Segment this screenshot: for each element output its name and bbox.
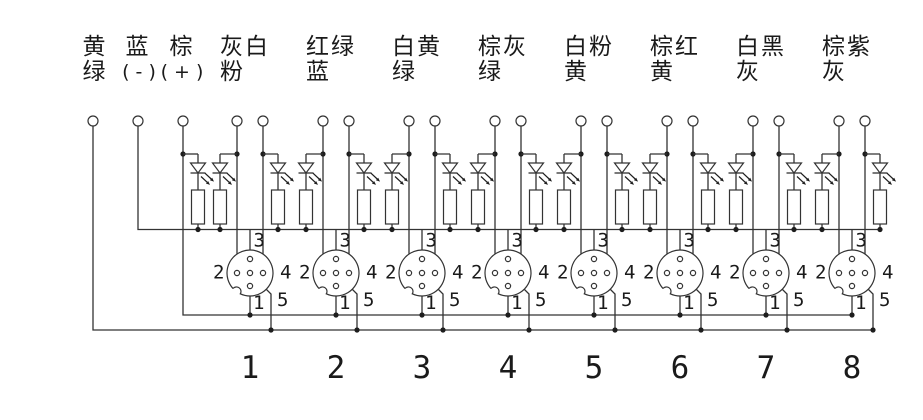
pin2-label: 2 — [557, 262, 568, 284]
port-3: 白黄 绿 3 3 2 4 1 5 — [385, 34, 467, 386]
port-2-color-label-1: 红绿 — [306, 34, 356, 60]
pin2-label: 2 — [471, 262, 482, 284]
pin3-label: 3 — [770, 230, 781, 252]
pin4-label: 4 — [710, 262, 721, 284]
port-3-color-label-2: 绿 — [392, 59, 417, 85]
terminal-circle — [87, 115, 99, 127]
pin5-label: 5 — [793, 289, 804, 311]
port-1: 灰白 粉 1 3 2 4 1 5 — [213, 34, 295, 386]
pin3-label: 3 — [340, 230, 351, 252]
label-plus-1: 棕 — [170, 34, 195, 60]
pin4-label: 4 — [796, 262, 807, 284]
port-6: 棕红 黄 6 3 2 4 1 5 — [643, 34, 725, 386]
supply-labels: 黄 绿 蓝 ( - ) 棕 ( + ) — [83, 34, 204, 85]
pin4-label: 4 — [624, 262, 635, 284]
port-2-color-label-2: 蓝 — [306, 59, 331, 85]
label-pe-2: 绿 — [83, 59, 108, 85]
pin3-label: 3 — [598, 230, 609, 252]
pin5-label: 5 — [535, 289, 546, 311]
pin1-label: 1 — [597, 292, 608, 314]
pin5-label: 5 — [277, 289, 288, 311]
port-4-color-label-1: 棕灰 — [478, 34, 528, 60]
port-8-number: 8 — [843, 350, 862, 386]
supply-wire-plus — [177, 115, 852, 316]
supply-wire-minus — [132, 115, 880, 231]
label-minus-1: 蓝 — [126, 34, 151, 60]
port-8: 棕紫 灰 8 3 2 4 1 5 — [815, 34, 897, 386]
label-pe-1: 黄 — [83, 34, 108, 60]
port-2-number: 2 — [327, 350, 346, 386]
pin2-label: 2 — [299, 262, 310, 284]
port-6-number: 6 — [671, 350, 690, 386]
pin1-label: 1 — [683, 292, 694, 314]
port-1-color-label-1: 灰白 — [220, 34, 270, 60]
pin4-label: 4 — [366, 262, 377, 284]
pin1-label: 1 — [511, 292, 522, 314]
port-7-number: 7 — [757, 350, 776, 386]
pin5-label: 5 — [621, 289, 632, 311]
port-8-color-label-1: 棕紫 — [822, 34, 872, 60]
port-7: 白黑 灰 7 3 2 4 1 5 — [729, 34, 811, 386]
pin5-label: 5 — [707, 289, 718, 311]
pin1-label: 1 — [425, 292, 436, 314]
port-5-color-label-2: 黄 — [564, 59, 589, 85]
pin3-label: 3 — [426, 230, 437, 252]
port-1-color-label-2: 粉 — [220, 59, 245, 85]
pin2-label: 2 — [643, 262, 654, 284]
port-5-color-label-1: 白粉 — [564, 34, 614, 60]
pin2-label: 2 — [729, 262, 740, 284]
port-5: 白粉 黄 5 3 2 4 1 5 — [557, 34, 639, 386]
pin5-label: 5 — [879, 289, 890, 311]
power-led-chain — [191, 154, 215, 232]
label-plus-2: ( + ) — [161, 61, 204, 83]
pin1-label: 1 — [253, 292, 264, 314]
pin1-label: 1 — [769, 292, 780, 314]
pin1-label: 1 — [339, 292, 350, 314]
port-4-number: 4 — [499, 350, 518, 386]
pin2-label: 2 — [815, 262, 826, 284]
pin5-label: 5 — [449, 289, 460, 311]
pin3-label: 3 — [684, 230, 695, 252]
pin4-label: 4 — [280, 262, 291, 284]
port-2: 红绿 蓝 2 3 2 4 1 5 — [299, 34, 381, 386]
pin4-label: 4 — [882, 262, 893, 284]
pin3-label: 3 — [512, 230, 523, 252]
pin4-label: 4 — [452, 262, 463, 284]
port-4: 棕灰 绿 4 3 2 4 1 5 — [471, 34, 553, 386]
pin1-label: 1 — [855, 292, 866, 314]
port-5-number: 5 — [585, 350, 604, 386]
terminal-circle — [132, 115, 144, 127]
label-minus-2: ( - ) — [122, 61, 156, 83]
pin2-label: 2 — [385, 262, 396, 284]
pin5-label: 5 — [363, 289, 374, 311]
port-7-color-label-2: 灰 — [736, 59, 761, 85]
port-3-color-label-1: 白黄 — [392, 34, 442, 60]
pin4-label: 4 — [538, 262, 549, 284]
port-8-color-label-2: 灰 — [822, 59, 847, 85]
terminal-circle — [177, 115, 189, 127]
port-6-color-label-1: 棕红 — [650, 34, 700, 60]
port-1-number: 1 — [241, 350, 260, 386]
port-4-color-label-2: 绿 — [478, 59, 503, 85]
pin2-label: 2 — [213, 262, 224, 284]
port-3-number: 3 — [413, 350, 432, 386]
pin3-label: 3 — [254, 230, 265, 252]
pin3-label: 3 — [856, 230, 867, 252]
port-6-color-label-2: 黄 — [650, 59, 675, 85]
port-7-color-label-1: 白黑 — [736, 34, 786, 60]
